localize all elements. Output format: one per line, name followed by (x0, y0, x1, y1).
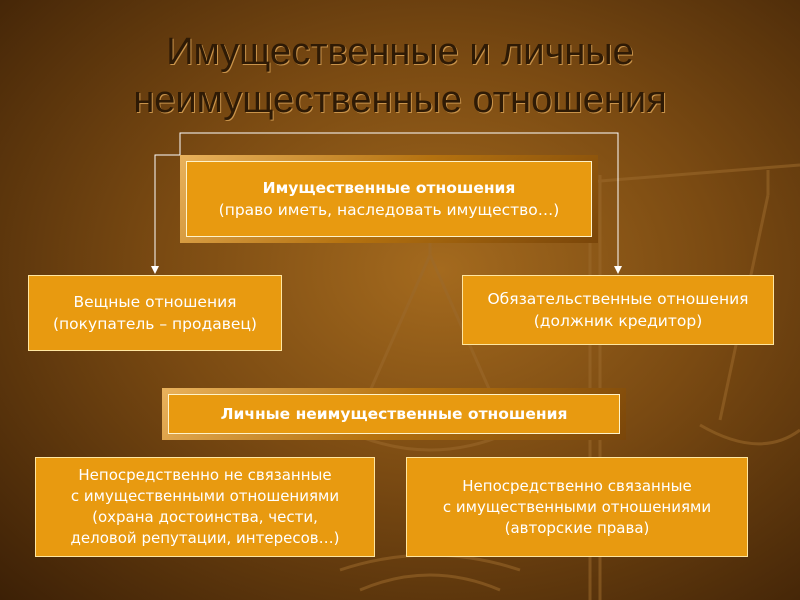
related-box: Непосредственно связанные с имущественны… (406, 457, 748, 557)
not-related-line-3: (охрана достоинства, чести, (92, 508, 318, 526)
not-related-line-2: с имущественными отношениями (70, 487, 340, 505)
real-relations-line-2: (покупатель – продавец) (53, 315, 257, 333)
personal-relations-title: Личные неимущественные отношения (220, 405, 568, 423)
not-related-line-1: Непосредственно не связанные (78, 466, 332, 484)
not-related-line-4: деловой репутации, интересов…) (70, 529, 340, 547)
page-title: Имущественные и личные неимущественные о… (0, 28, 800, 124)
personal-relations-box: Личные неимущественные отношения (162, 388, 626, 440)
real-relations-line-1: Вещные отношения (73, 293, 237, 311)
title-line-2: неимущественные отношения (133, 79, 667, 121)
property-relations-subtitle: (право иметь, наследовать имущество…) (218, 201, 560, 219)
related-line-1: Непосредственно связанные (462, 476, 692, 495)
property-relations-box: Имущественные отношения (право иметь, на… (180, 155, 598, 243)
obligation-relations-line-2: (должник кредитор) (533, 312, 703, 330)
related-line-2: с имущественными отношениями (442, 497, 712, 516)
connector-top-frame (179, 132, 622, 274)
related-line-3: (авторские права) (504, 518, 650, 537)
obligation-relations-line-1: Обязательственные отношения (487, 290, 749, 308)
title-line-1: Имущественные и личные (166, 31, 634, 73)
property-relations-title: Имущественные отношения (262, 179, 516, 197)
connector-to-real (151, 154, 180, 274)
not-related-box: Непосредственно не связанные с имуществе… (35, 457, 375, 557)
real-relations-box: Вещные отношения (покупатель – продавец) (28, 275, 282, 351)
obligation-relations-box: Обязательственные отношения (должник кре… (462, 275, 774, 345)
